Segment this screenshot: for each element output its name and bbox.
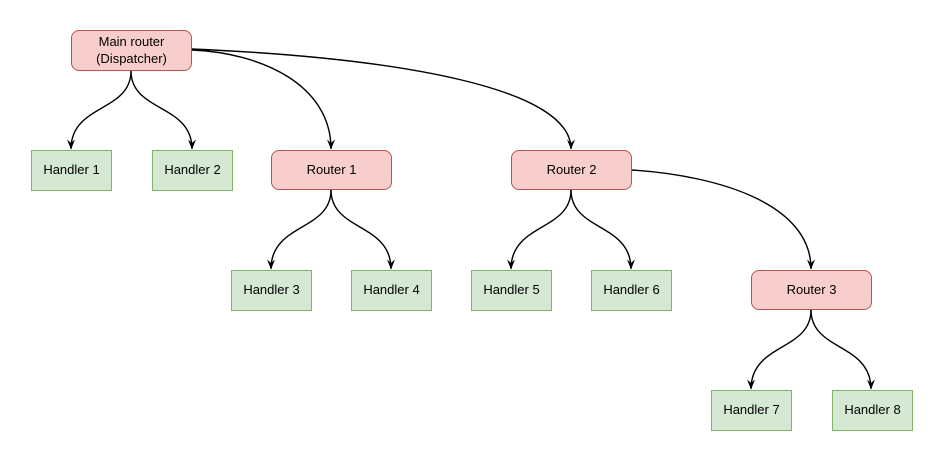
node-router-2-label: Router 2 <box>546 161 597 177</box>
edge-main-router-to-router-1 <box>191 49 335 150</box>
edge-router-2-to-handler-6 <box>570 189 635 270</box>
edge-router-3-to-handler-8 <box>810 309 875 390</box>
node-main-router: Main router (Dispatcher) <box>71 30 192 71</box>
node-handler-7-label: Handler 7 <box>723 402 780 418</box>
edge-router-1-to-handler-4 <box>330 189 395 270</box>
node-handler-1: Handler 1 <box>31 150 112 191</box>
node-router-1: Router 1 <box>271 150 392 190</box>
edge-router-2-to-handler-5 <box>507 189 572 270</box>
node-handler-8: Handler 8 <box>832 390 913 431</box>
node-handler-2-label: Handler 2 <box>164 162 221 178</box>
node-handler-8-label: Handler 8 <box>844 402 901 418</box>
node-handler-3-label: Handler 3 <box>243 282 300 298</box>
node-handler-3: Handler 3 <box>231 270 312 311</box>
node-handler-7: Handler 7 <box>711 390 792 431</box>
edge-main-router-to-handler-1 <box>67 70 132 150</box>
node-handler-6: Handler 6 <box>591 270 672 311</box>
edge-router-3-to-handler-7 <box>747 309 812 390</box>
node-router-1-label: Router 1 <box>306 161 357 177</box>
node-handler-5-label: Handler 5 <box>483 282 540 298</box>
edge-main-router-to-router-2 <box>191 48 575 150</box>
edge-router-1-to-handler-3 <box>267 189 332 270</box>
node-router-3-label: Router 3 <box>786 281 837 297</box>
edge-main-router-to-handler-2 <box>130 70 196 150</box>
node-handler-1-label: Handler 1 <box>43 162 100 178</box>
node-handler-2: Handler 2 <box>152 150 233 191</box>
node-handler-6-label: Handler 6 <box>603 282 660 298</box>
node-handler-4: Handler 4 <box>351 270 432 311</box>
node-router-2: Router 2 <box>511 150 632 190</box>
edge-router-2-to-router-3 <box>631 169 815 270</box>
node-handler-5: Handler 5 <box>471 270 552 311</box>
node-handler-4-label: Handler 4 <box>363 282 420 298</box>
node-router-3: Router 3 <box>751 270 872 310</box>
node-main-router-label: Main router (Dispatcher) <box>96 34 167 66</box>
